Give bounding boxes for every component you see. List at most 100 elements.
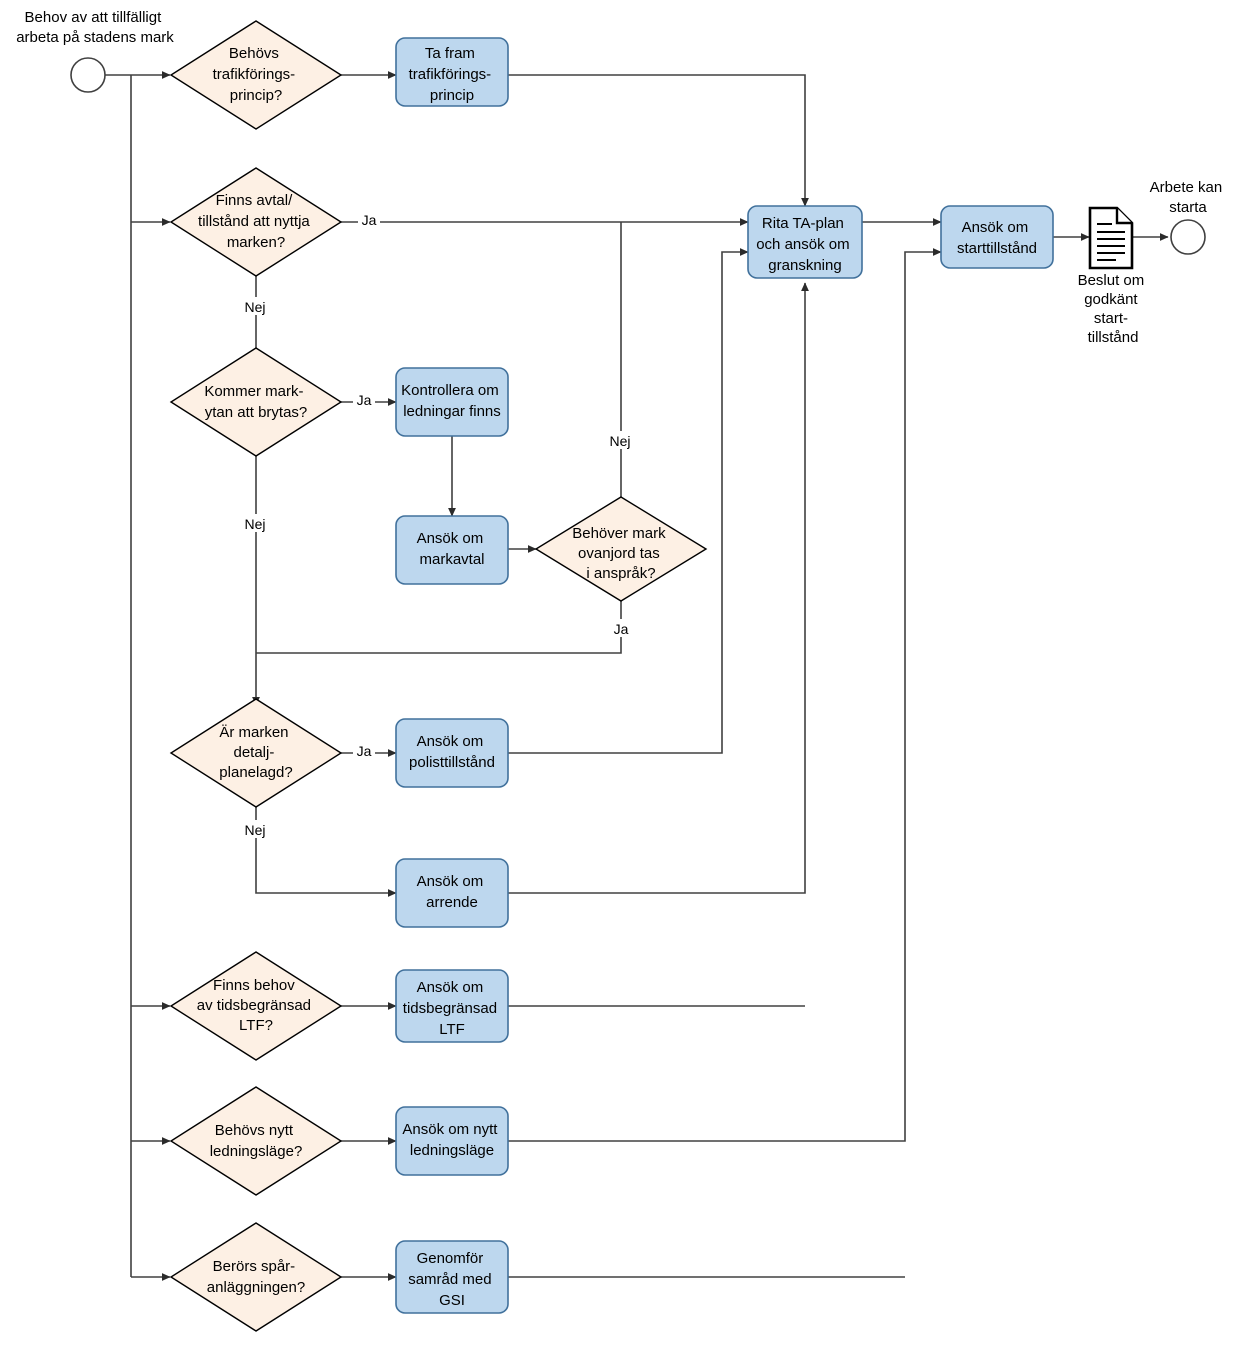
process-label: Ansök om xyxy=(417,530,484,547)
process-label: samråd med xyxy=(408,1271,491,1288)
edge-behover-mark-ja xyxy=(256,601,622,654)
process-label: Ansök om xyxy=(417,733,484,750)
edge-label-layer: Ja Nej Ja Nej Nej Ja Ja Nej xyxy=(240,210,635,838)
svg-text:Ansök om arrende: Ansök om arrende xyxy=(417,873,488,911)
edge-label-behover-mark-nej: Nej xyxy=(609,433,630,449)
edge-label-ar-marken-nej: Nej xyxy=(244,822,265,838)
process-kontrollera-om-ledningar-finns[interactable]: Kontrollera om ledningar finns xyxy=(395,367,509,437)
decision-label: ovanjord tas xyxy=(578,545,660,562)
process-label: markavtal xyxy=(419,551,484,568)
decision-label: Är marken xyxy=(219,724,288,741)
process-label: Ansök om xyxy=(962,219,1029,236)
svg-text:Behövs nytt ledningsläge: Behövs nytt ledningsläge? xyxy=(210,1122,303,1160)
edge-ta-fram-to-rita xyxy=(508,74,809,207)
svg-text:Finns behov av tidsbegrä: Finns behov av tidsbegränsad LTF? xyxy=(197,977,315,1034)
svg-text:Ansök om polisttillstånd: Ansök om polisttillstånd xyxy=(409,733,495,771)
decision-label: Kommer mark- xyxy=(204,383,303,400)
edge-arrende-to-rita xyxy=(508,282,809,894)
process-label: Ansök om xyxy=(417,873,484,890)
decision-ar-marken-detaljplanelagd[interactable]: Är marken detalj- planelagd? xyxy=(169,698,343,808)
process-ansok-om-markavtal[interactable]: Ansök om markavtal xyxy=(395,515,509,585)
document-caption: Beslut om godkänt start- tillstånd xyxy=(1078,272,1149,346)
process-label: trafikförings- xyxy=(409,66,492,83)
end-event[interactable] xyxy=(1170,219,1206,255)
decision-label: Berörs spår- xyxy=(213,1258,296,1275)
process-label: tidsbegränsad xyxy=(403,1000,497,1017)
svg-text:Ta fram trafikförings-: Ta fram trafikförings- princip xyxy=(409,45,496,104)
document-icon xyxy=(1088,206,1134,270)
decision-label: av tidsbegränsad xyxy=(197,997,311,1014)
process-label: LTF xyxy=(439,1021,465,1038)
start-event[interactable] xyxy=(70,57,106,93)
process-ansok-om-tidsbegransad-ltf[interactable]: Ansök om tidsbegränsad LTF xyxy=(395,969,509,1043)
decision-label: marken? xyxy=(227,234,285,251)
decision-label: Finns avtal/ xyxy=(216,192,294,209)
process-genomfor-samrad-med-gsi[interactable]: Genomför samråd med GSI xyxy=(395,1240,509,1314)
svg-text:Ansök om markavtal: Ansök om markavtal xyxy=(417,530,488,568)
decision-label: trafikförings- xyxy=(213,66,296,83)
decision-label: Behövs nytt xyxy=(215,1122,294,1139)
process-label: ledningsläge xyxy=(410,1142,494,1159)
edge-label-kommer-markytan-nej: Nej xyxy=(244,516,265,532)
decision-label: ledningsläge? xyxy=(210,1143,303,1160)
process-label: Ta fram xyxy=(425,45,475,62)
decision-kommer-markytan-brytas[interactable]: Kommer mark- ytan att brytas? xyxy=(169,347,343,457)
decision-behover-mark-ovanjord[interactable]: Behöver mark ovanjord tas i anspråk? xyxy=(534,496,708,602)
process-ansok-om-polisttillstand[interactable]: Ansök om polisttillstånd xyxy=(395,718,509,788)
start-caption: Behov av att tillfälligt arbeta på stade… xyxy=(16,9,174,46)
decision-berors-spar-anlaggningen[interactable]: Berörs spår- anläggningen? xyxy=(169,1222,343,1332)
process-label: arrende xyxy=(426,894,478,911)
process-rita-ta-plan-ansok-granskning[interactable]: Rita TA-plan och ansök om granskning xyxy=(747,205,863,279)
decision-label: detalj- xyxy=(233,744,274,761)
process-label: ledningar finns xyxy=(403,403,501,420)
edge-label-finns-avtal-nej: Nej xyxy=(244,299,265,315)
svg-text:Finns avtal/ tillstånd a: Finns avtal/ tillstånd att nyttja marken… xyxy=(198,192,314,251)
process-label: princip xyxy=(430,87,474,104)
decision-behovs-trafikforingsprincip[interactable]: Behövs trafikförings- princip? xyxy=(169,20,343,130)
svg-text:Berörs spår- anläggninge: Berörs spår- anläggningen? xyxy=(207,1258,305,1296)
process-label: GSI xyxy=(439,1292,465,1309)
edge-ar-marken-nej xyxy=(255,807,397,897)
process-label: Genomför xyxy=(417,1250,484,1267)
decision-label: Behövs xyxy=(229,45,279,62)
svg-text:Ansök om nytt ledningslä: Ansök om nytt ledningsläge xyxy=(402,1121,501,1159)
end-caption: Arbete kan starta xyxy=(1150,179,1227,216)
process-ansok-om-nytt-ledningslage[interactable]: Ansök om nytt ledningsläge xyxy=(395,1106,509,1176)
decision-label: ytan att brytas? xyxy=(205,404,308,421)
decision-label: i anspråk? xyxy=(586,565,655,582)
decision-label: princip? xyxy=(230,87,283,104)
svg-text:Behöver mark ovanjord ta: Behöver mark ovanjord tas i anspråk? xyxy=(572,525,670,582)
decision-label: planelagd? xyxy=(219,764,292,781)
decision-label: Finns behov xyxy=(213,977,295,994)
connector-layer xyxy=(105,71,1169,1281)
process-ansok-om-starttillstand[interactable]: Ansök om starttillstånd xyxy=(940,205,1054,269)
process-label: Kontrollera om xyxy=(401,382,499,399)
svg-text:Rita TA-plan och ansök o: Rita TA-plan och ansök om granskning xyxy=(756,215,854,274)
process-ansok-om-arrende[interactable]: Ansök om arrende xyxy=(395,858,509,928)
edge-ledningslage-to-start xyxy=(508,248,942,1142)
svg-text:Är marken detalj-: Är marken detalj- planelagd? xyxy=(219,724,292,781)
decision-label: Behöver mark xyxy=(572,525,666,542)
svg-text:Behövs trafikförings-: Behövs trafikförings- princip? xyxy=(213,45,300,104)
decision-finns-avtal-tillstand[interactable]: Finns avtal/ tillstånd att nyttja marken… xyxy=(169,167,343,277)
process-ta-fram-trafikforingsprincip[interactable]: Ta fram trafikförings- princip xyxy=(395,37,509,107)
edge-label-kommer-markytan-ja: Ja xyxy=(357,392,372,408)
edge-label-finns-avtal-ja: Ja xyxy=(362,212,377,228)
svg-text:Ansök om tidsbegränsad: Ansök om tidsbegränsad LTF xyxy=(403,979,501,1038)
edge-label-ar-marken-ja: Ja xyxy=(357,743,372,759)
process-label: Ansök om xyxy=(417,979,484,996)
svg-text:Kontrollera om ledningar: Kontrollera om ledningar finns xyxy=(401,382,503,420)
decision-label: anläggningen? xyxy=(207,1279,305,1296)
svg-text:Genomför samråd med: Genomför samråd med GSI xyxy=(408,1250,496,1309)
decision-label: LTF? xyxy=(239,1017,273,1034)
process-label: starttillstånd xyxy=(957,240,1037,257)
process-label: och ansök om xyxy=(756,236,849,253)
decision-finns-behov-tidsbegransad-ltf[interactable]: Finns behov av tidsbegränsad LTF? xyxy=(169,951,343,1061)
process-label: Rita TA-plan xyxy=(762,215,844,232)
svg-text:Ansök om starttillstånd: Ansök om starttillstånd xyxy=(957,219,1037,257)
edge-label-behover-mark-ja: Ja xyxy=(614,621,629,637)
process-label: granskning xyxy=(768,257,841,274)
decision-behovs-nytt-ledningslage[interactable]: Behövs nytt ledningsläge? xyxy=(169,1086,343,1196)
svg-text:Kommer mark- ytan att br: Kommer mark- ytan att brytas? xyxy=(204,383,307,421)
